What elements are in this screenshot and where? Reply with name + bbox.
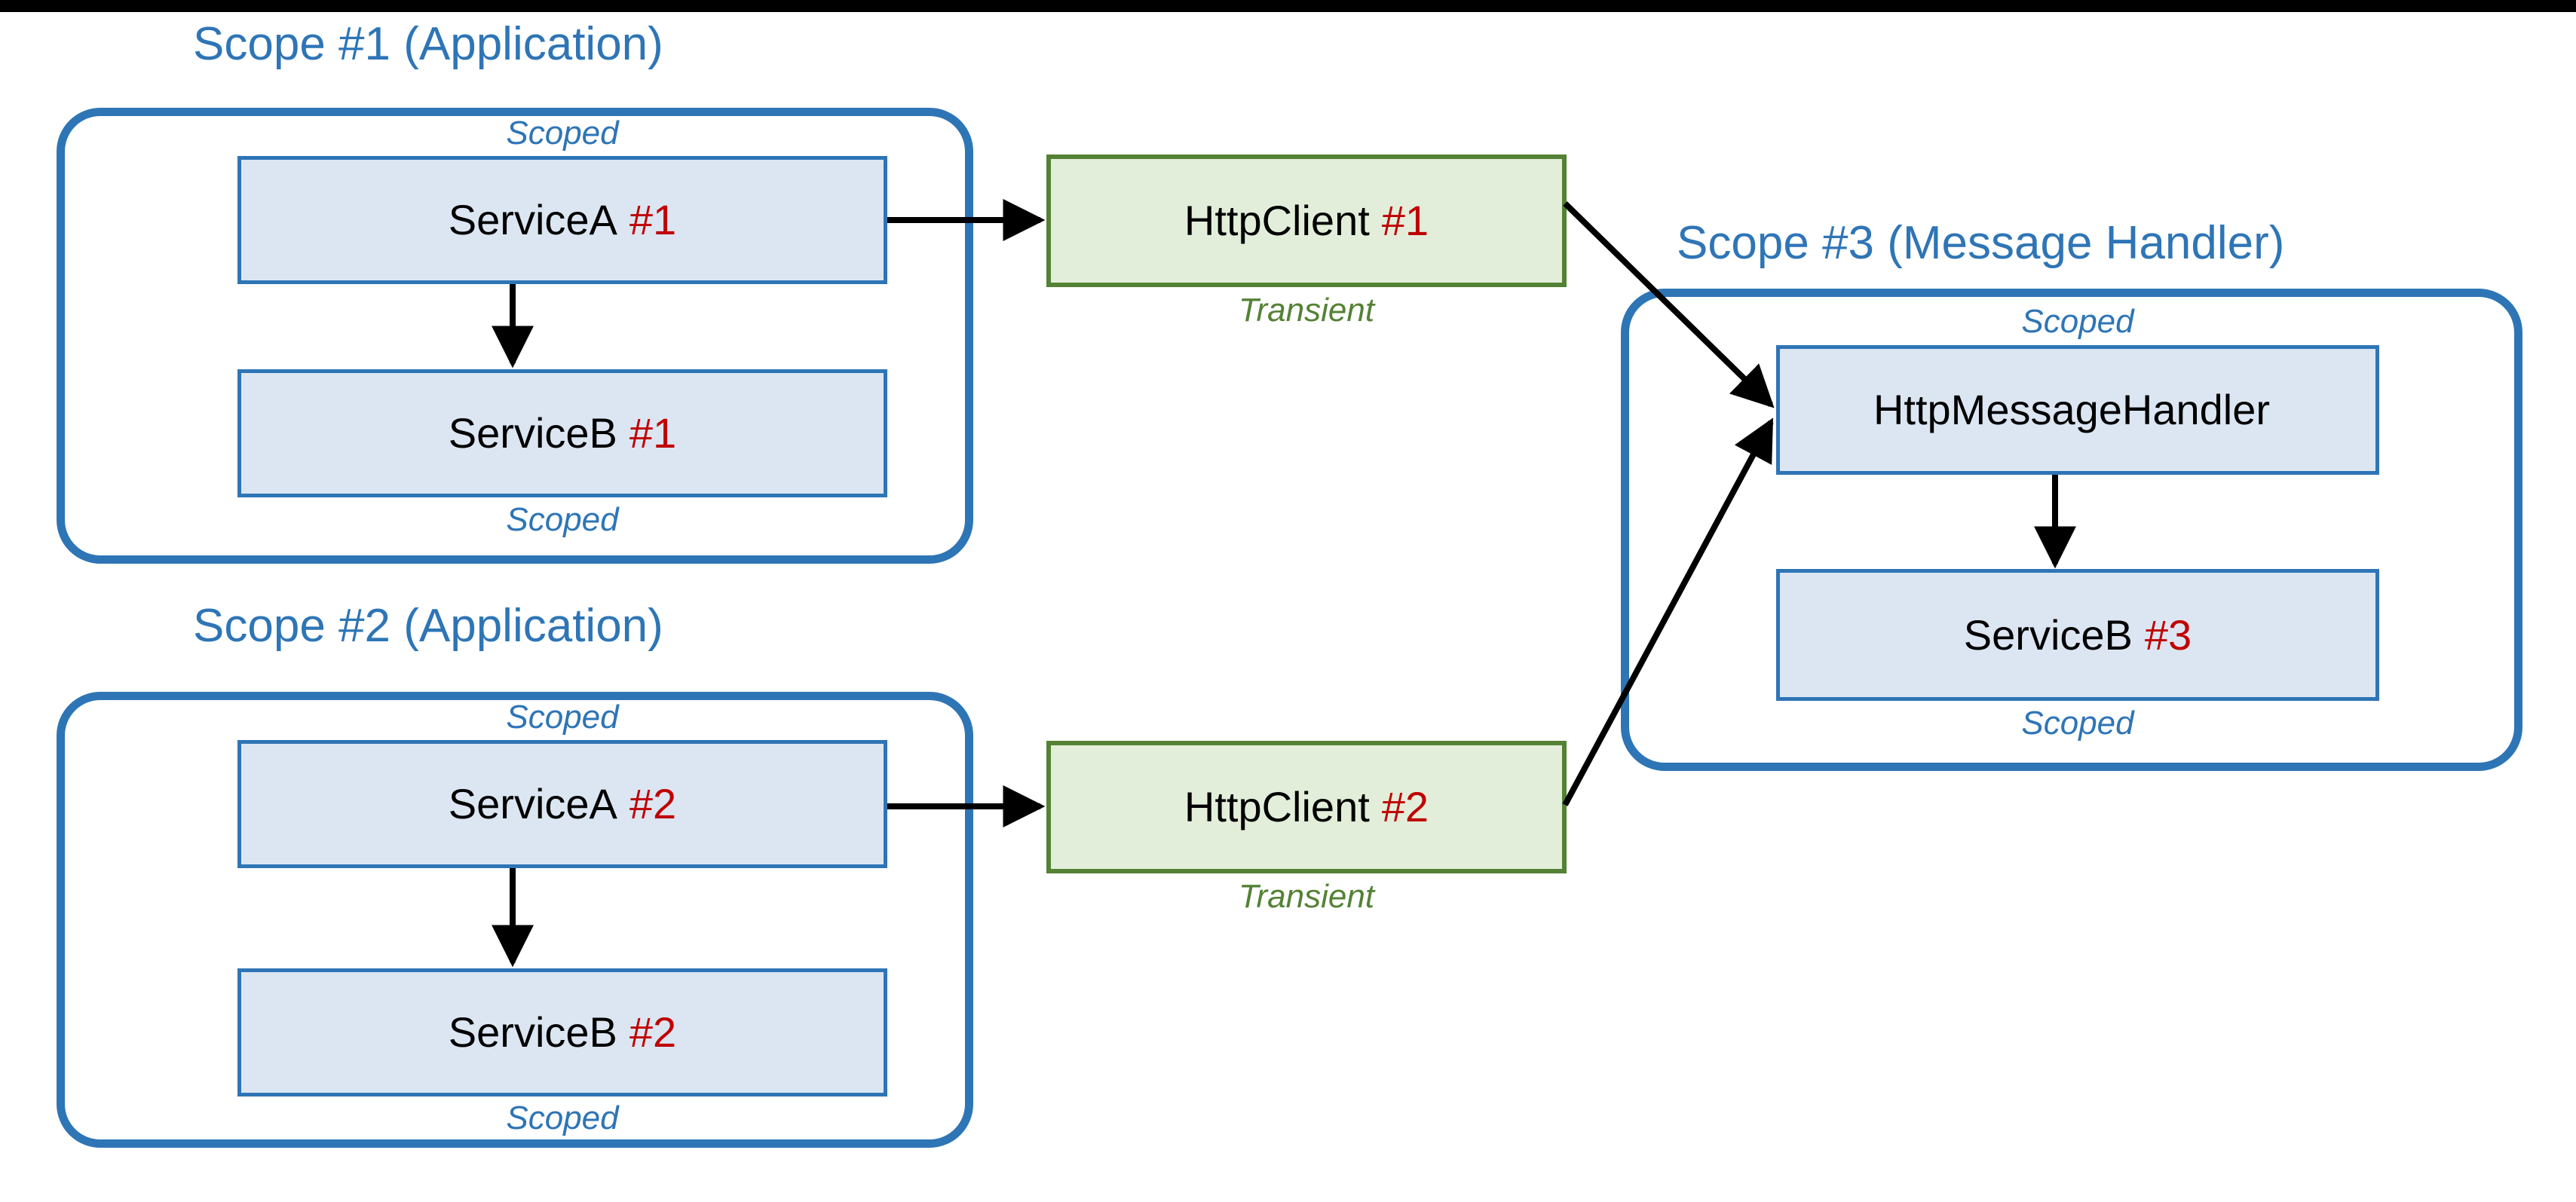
node-httpMessageHandler-name: HttpMessageHandler [1873,386,2271,433]
node-serviceB3[interactable]: ServiceB #3 [1776,569,2379,701]
node-httpMessageHandler[interactable]: HttpMessageHandler [1776,345,2379,475]
scope-2-top-lifetime-label: Scoped [506,699,619,736]
scope-2-title: Scope #2 (Application) [193,600,663,652]
node-serviceA2-index: #2 [629,780,677,827]
node-serviceB3-name: ServiceB [1963,610,2133,659]
top-black-bar [0,0,2576,12]
scope-3-title: Scope #3 (Message Handler) [1677,217,2285,269]
node-serviceA1-index: #1 [629,196,677,243]
scope-1-bottom-lifetime-label: Scoped [506,501,619,538]
scope-1-container [57,108,973,564]
node-serviceB1[interactable]: ServiceB #1 [237,369,887,497]
node-serviceB2-name: ServiceB [448,1008,617,1056]
node-serviceB1-name: ServiceB [448,409,617,457]
scope-3-top-lifetime-label: Scoped [2021,303,2134,340]
node-httpClient2-index: #2 [1381,783,1429,830]
node-httpClient2[interactable]: HttpClient #2 [1046,741,1567,873]
node-httpClient2-name: HttpClient [1184,783,1370,830]
node-serviceA1-name: ServiceA [448,196,617,243]
node-serviceA2[interactable]: ServiceA #2 [237,740,887,868]
node-serviceB1-index: #1 [629,409,677,457]
node-serviceA2-name: ServiceA [448,780,617,827]
node-httpClient1-index: #1 [1381,197,1429,244]
node-httpClient1-name: HttpClient [1184,197,1370,244]
scope-2-container [57,692,973,1148]
node-serviceB2-index: #2 [629,1008,677,1056]
httpClient2-lifetime-label: Transient [1238,878,1375,915]
scope-2-bottom-lifetime-label: Scoped [506,1100,619,1136]
node-serviceB3-index: #3 [2144,610,2192,659]
node-httpClient1[interactable]: HttpClient #1 [1046,154,1567,287]
scope-3-bottom-lifetime-label: Scoped [2021,705,2134,742]
scope-1-top-lifetime-label: Scoped [506,115,619,151]
node-serviceB2[interactable]: ServiceB #2 [237,968,887,1096]
scope-1-title: Scope #1 (Application) [193,18,663,70]
httpClient1-lifetime-label: Transient [1238,292,1375,329]
node-serviceA1[interactable]: ServiceA #1 [237,156,887,284]
